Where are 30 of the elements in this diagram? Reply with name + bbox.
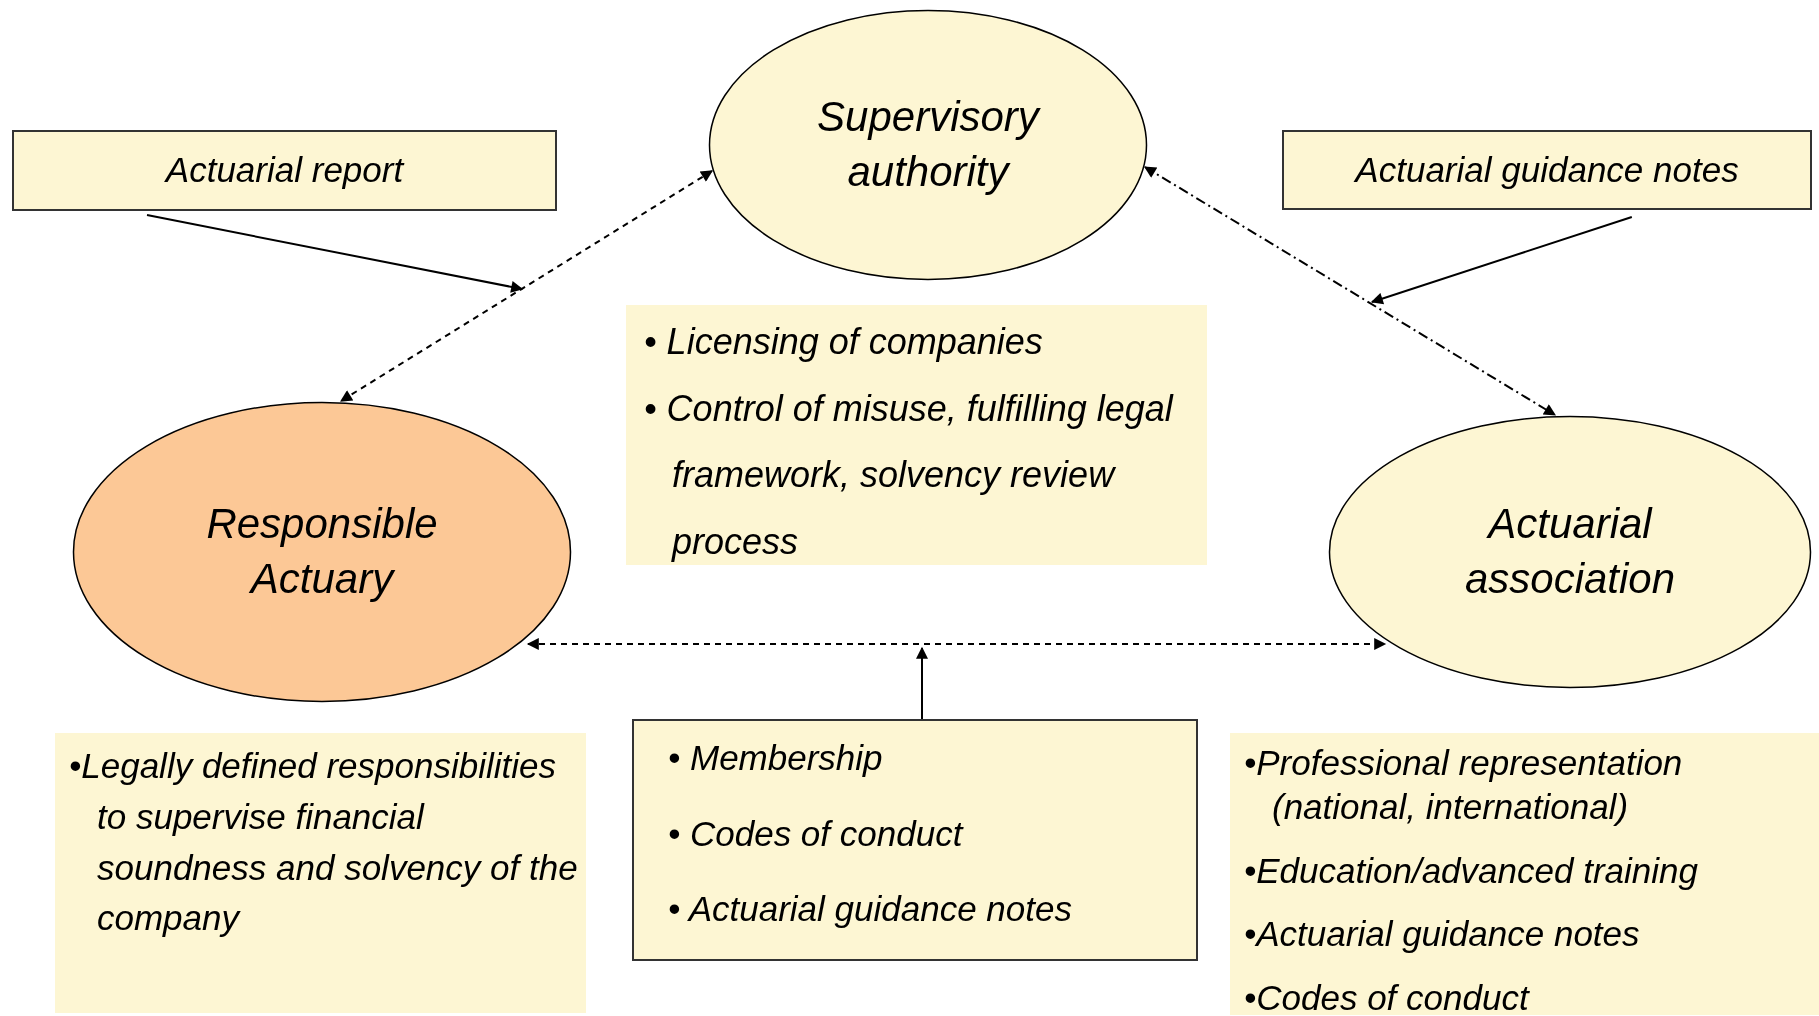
bullet-item: • Control of misuse, fulfilling legal framework, solvency review process	[644, 387, 1173, 562]
bullet-item: •Codes of conduct	[1244, 978, 1529, 1016]
arrow	[1144, 166, 1556, 416]
bullet-box	[632, 719, 1198, 961]
bullet-item: •Actuarial guidance notes	[1244, 914, 1640, 954]
bullet-panel	[626, 305, 1207, 565]
node-label: Actuarial association	[1463, 499, 1677, 604]
bullet-panel	[1230, 733, 1819, 1015]
bullet-item: • Actuarial guidance notes	[668, 889, 1072, 928]
arrow	[916, 646, 928, 720]
bullet-item: • Membership	[668, 738, 883, 777]
bullet-item: •Professional representation (national, international)	[1244, 743, 1683, 826]
arrow	[1370, 216, 1633, 305]
arrow	[526, 638, 1387, 650]
bullet-item: •Education/advanced training	[1244, 850, 1698, 890]
bullet-item: •Legally defined responsibilities to supervise financial soundness and solvency of the company	[69, 746, 578, 938]
arrow	[146, 214, 524, 293]
ellipse-node	[1328, 415, 1812, 689]
bullet-item: • Licensing of companies	[644, 321, 1043, 362]
node-label: Supervisory authority	[816, 92, 1042, 197]
ellipse-node	[72, 401, 572, 703]
label-box	[12, 130, 557, 211]
box-label: Actuarial guidance notes	[1355, 148, 1739, 191]
label-box	[1282, 130, 1812, 210]
node-label: Responsible Actuary	[205, 499, 439, 604]
bullet-item: • Codes of conduct	[668, 813, 963, 853]
bullet-panel	[55, 733, 586, 1013]
ellipse-node	[708, 9, 1148, 281]
arrow	[340, 170, 713, 402]
box-label: Actuarial report	[165, 149, 404, 192]
